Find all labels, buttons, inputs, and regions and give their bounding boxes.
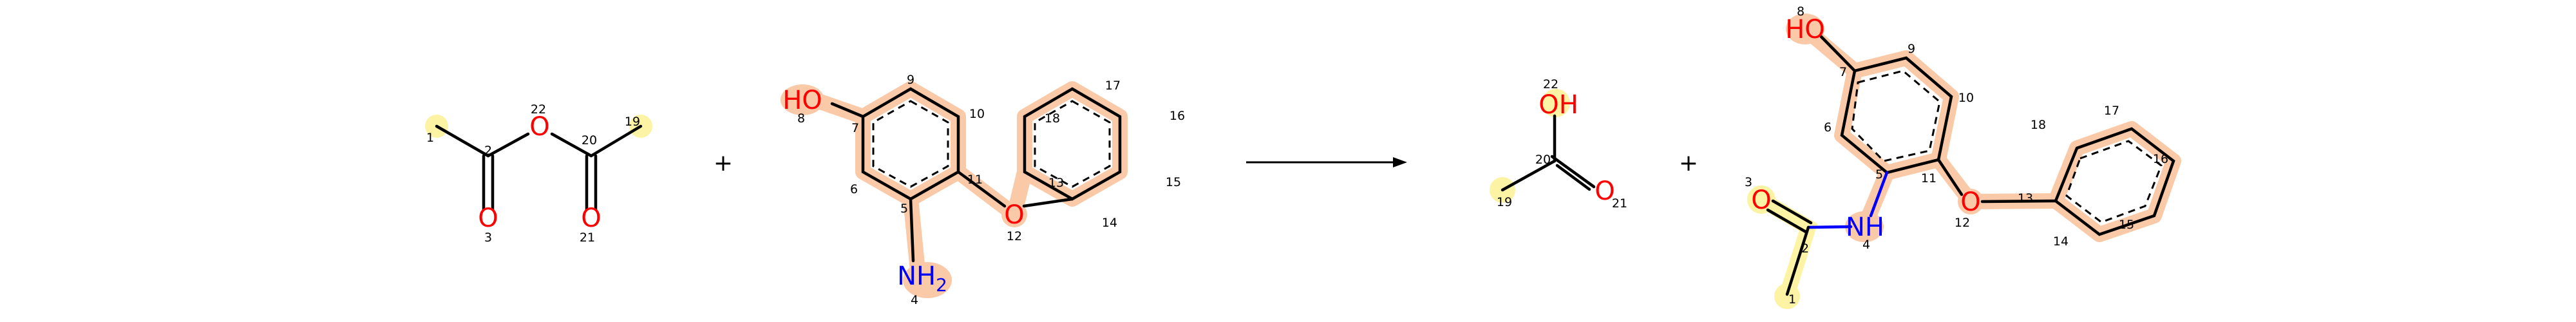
atom-index-4: 4 (911, 293, 918, 307)
atom-index-10: 10 (969, 107, 985, 121)
highlight-atoms (781, 84, 1027, 298)
atom-indices: 8 9 7 10 6 11 5 3 4 2 1 12 13 14 15 16 1… (1745, 5, 2168, 307)
atom-index-16: 16 (2153, 152, 2168, 166)
atom-index-16: 16 (1170, 109, 1185, 123)
atom-index-21: 21 (580, 231, 595, 245)
atom-index-12: 12 (1955, 216, 1970, 230)
atom-amine-nh: NH2 (897, 261, 947, 296)
highlight-orange-atoms (1786, 14, 1984, 242)
atom-index-3: 3 (1745, 175, 1752, 189)
highlights-orange (1797, 21, 2181, 242)
atom-index-22: 22 (531, 102, 546, 117)
atom-index-7: 7 (851, 121, 859, 135)
atom-index-6: 6 (1824, 120, 1832, 135)
atom-hydroxyl: HO (1785, 15, 1825, 44)
atom-index-19: 19 (625, 115, 640, 129)
atom-index-1: 1 (426, 131, 434, 145)
atom-index-14: 14 (2053, 234, 2069, 249)
product-acetamide: HO O NH O 8 9 7 10 6 11 5 3 4 2 1 12 13 … (1745, 5, 2181, 309)
highlight-yellow-atoms (1747, 185, 1800, 309)
reaction-arrow (1246, 157, 1407, 167)
atom-o3: O (478, 204, 498, 233)
atom-indices: 22 20 19 21 (1497, 77, 1627, 211)
atom-index-2: 2 (1801, 242, 1809, 256)
atom-index-6: 6 (850, 182, 858, 196)
atom-indices: 8 9 10 7 6 11 5 4 12 13 14 15 16 17 18 (797, 73, 1185, 307)
atom-amide-nh: NH (1846, 213, 1884, 242)
atom-index-9: 9 (907, 73, 914, 87)
atom-carbonyl-o: O (1751, 185, 1771, 215)
atom-index-12: 12 (1007, 229, 1022, 243)
atoms: HO O NH2 (782, 86, 1025, 296)
plus-sign-1: + (714, 150, 733, 176)
bonds (435, 124, 643, 211)
atom-index-7: 7 (1839, 65, 1847, 79)
atom-index-13: 13 (1048, 176, 1064, 190)
atom-hydroxyl: HO (782, 86, 822, 115)
atom-index-18: 18 (1045, 111, 1060, 126)
atom-index-11: 11 (1921, 171, 1937, 185)
atom-index-17: 17 (2104, 104, 2119, 118)
plus-sign-2: + (1679, 150, 1698, 176)
atom-index-5: 5 (1875, 167, 1883, 182)
atom-index-13: 13 (2018, 191, 2033, 205)
atoms: O O O (478, 112, 601, 233)
atom-index-15: 15 (2119, 218, 2134, 232)
atom-index-1: 1 (1788, 292, 1796, 307)
atom-index-5: 5 (900, 202, 908, 216)
atom-index-20: 20 (1535, 153, 1551, 167)
atom-index-2: 2 (484, 144, 492, 158)
reactant-aminophenoxyphenol: HO O NH2 8 9 10 7 6 11 5 4 12 13 14 15 1… (781, 73, 1185, 307)
atom-index-8: 8 (1797, 5, 1804, 19)
atom-index-19: 19 (1497, 195, 1512, 209)
atom-o21: O (581, 204, 601, 233)
bonds (1766, 35, 2175, 296)
atom-index-14: 14 (1102, 216, 1117, 230)
bonds (1501, 114, 1596, 192)
atom-index-8: 8 (797, 111, 805, 126)
atom-indices: 1 2 3 22 20 19 21 (426, 102, 640, 245)
amine-subscript: 2 (936, 274, 947, 296)
atom-index-20: 20 (582, 133, 597, 147)
atom-index-15: 15 (1166, 175, 1181, 189)
atom-index-11: 11 (967, 173, 983, 187)
product-acetic-acid: OH O 22 20 19 21 (1490, 77, 1627, 211)
atom-index-17: 17 (1105, 79, 1121, 93)
atom-index-3: 3 (484, 231, 492, 245)
atom-index-10: 10 (1958, 91, 1974, 105)
atom-index-18: 18 (2031, 118, 2046, 132)
atom-index-9: 9 (1908, 42, 1915, 56)
atom-carbonyl-o: O (1595, 176, 1615, 206)
atom-index-21: 21 (1612, 196, 1627, 211)
reactant-acetic-anhydride: O O O 1 2 3 22 20 19 21 (425, 102, 652, 245)
atom-index-4: 4 (1862, 238, 1870, 252)
atom-hydroxyl: OH (1539, 90, 1578, 120)
atoms: OH O (1539, 90, 1615, 206)
atom-ether-o: O (1004, 200, 1024, 230)
atom-o-bridge: O (529, 112, 549, 142)
atoms: HO O NH O (1751, 15, 1980, 242)
atom-ether-o: O (1960, 187, 1980, 217)
bonds (830, 87, 1122, 263)
atom-index-22: 22 (1543, 77, 1558, 91)
